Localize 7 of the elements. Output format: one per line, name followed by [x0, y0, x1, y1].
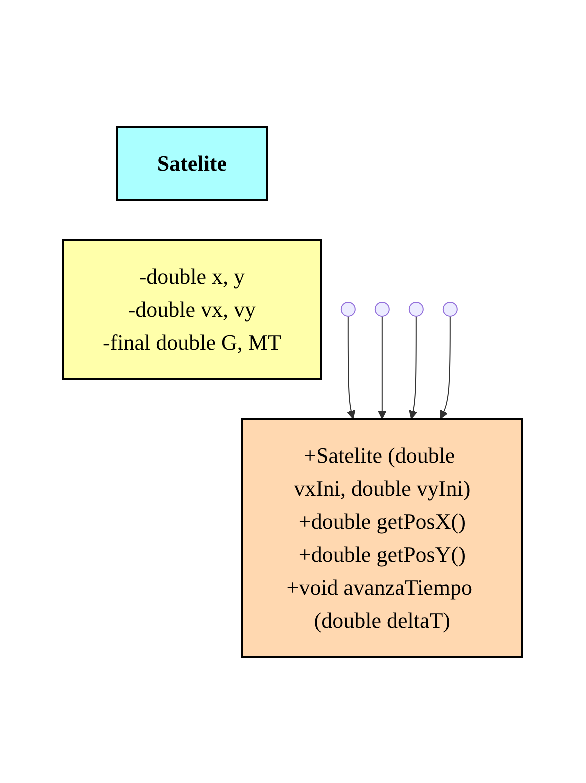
arrow	[378, 316, 388, 419]
arrow	[347, 316, 356, 419]
arrow	[440, 316, 452, 419]
node-box	[62, 238, 323, 380]
node-box	[242, 418, 524, 658]
arrow	[409, 316, 418, 419]
node-box	[116, 126, 268, 200]
